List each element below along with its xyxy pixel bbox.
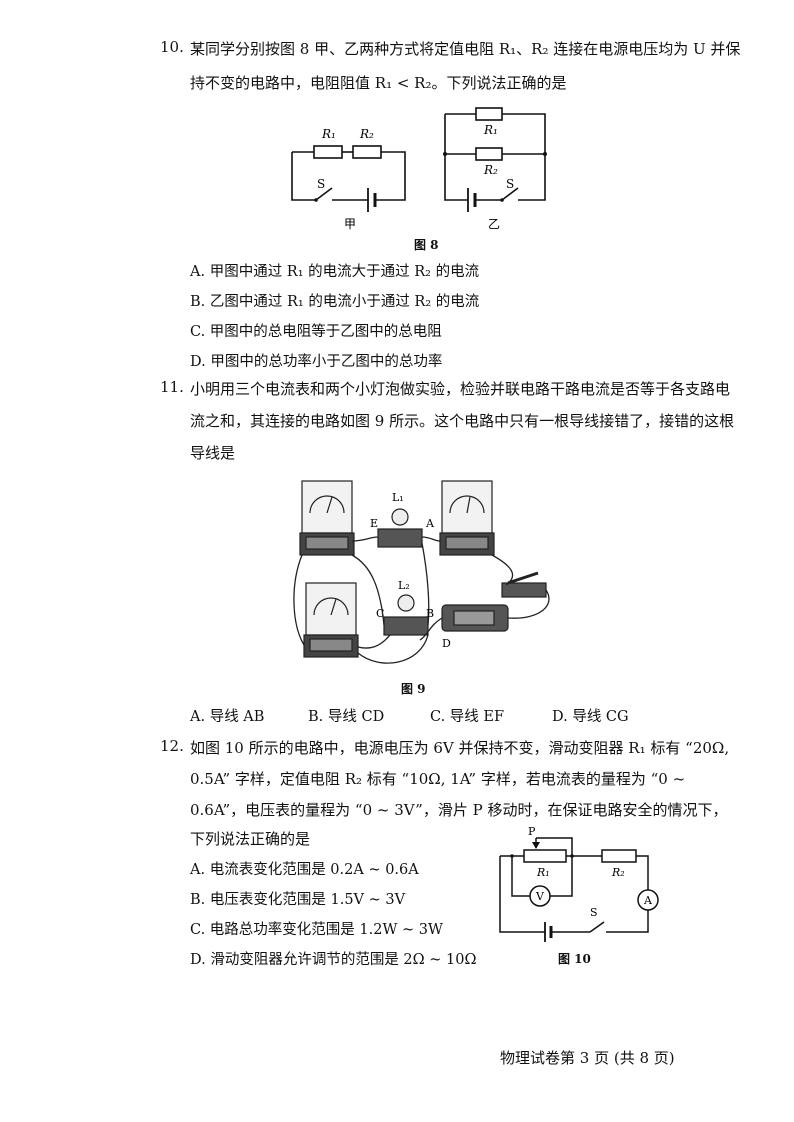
battery xyxy=(441,604,509,632)
fig10-caption: 图 10 xyxy=(558,952,591,966)
q10-option-b: B. 乙图中通过 R₁ 的电流小于通过 R₂ 的电流 xyxy=(190,294,480,310)
q11-number: 11. xyxy=(160,378,184,396)
figure-9: L₁ L₂ A B C D E xyxy=(293,480,550,664)
fig8-right-r1: R₁ xyxy=(483,123,498,137)
fig9-label-d: D xyxy=(442,637,451,650)
q12-text-line2: 0.5A” 字样，定值电阻 R₂ 标有 “10Ω, 1A” 字样，若电流表的量程… xyxy=(190,770,686,788)
lamp-l1 xyxy=(377,508,423,548)
q11-text-line2: 流之和，其连接的电路如图 9 所示。这个电路中只有一根导线接错了，接错的这根 xyxy=(190,412,735,430)
fig9-label-e: E xyxy=(370,517,378,530)
fig9-caption: 图 9 xyxy=(401,682,426,696)
fig8-left-switch: S xyxy=(317,177,325,191)
q10-text-line1: 某同学分别按图 8 甲、乙两种方式将定值电阻 R₁、R₂ 连接在电源电压均为 U… xyxy=(190,40,741,58)
ammeter-bottom-left xyxy=(303,582,359,658)
q11-option-a: A. 导线 AB xyxy=(190,709,265,725)
q12-option-c: C. 电路总功率变化范围是 1.2W ~ 3W xyxy=(190,922,443,938)
fig9-label-l1: L₁ xyxy=(392,491,404,504)
q11-option-d: D. 导线 CG xyxy=(552,709,629,725)
fig9-label-l2: L₂ xyxy=(398,579,410,592)
q12-option-d: D. 滑动变阻器允许调节的范围是 2Ω ~ 10Ω xyxy=(190,952,477,968)
fig10-label-v: V xyxy=(535,890,545,903)
switch xyxy=(501,571,547,598)
q10-option-d: D. 甲图中的总功率小于乙图中的总功率 xyxy=(190,354,443,370)
fig10-label-p: P xyxy=(528,826,536,838)
fig10-label-r2: R₂ xyxy=(611,866,625,879)
ammeter-top-left xyxy=(299,480,355,556)
q11-option-c: C. 导线 EF xyxy=(430,709,505,725)
fig8-right-r2: R₂ xyxy=(483,163,498,177)
fig9-label-a: A xyxy=(425,517,435,530)
fig8-left-r2: R₂ xyxy=(359,127,374,141)
q12-number: 12. xyxy=(160,737,184,755)
ammeter-top-right xyxy=(439,480,495,556)
figure-8: R₁ R₂ S 甲 R₁ R₂ S 乙 xyxy=(291,107,547,231)
q12-text-line4: 下列说法正确的是 xyxy=(190,830,311,848)
fig8-caption: 图 8 xyxy=(414,238,439,252)
fig10-label-r1: R₁ xyxy=(536,866,550,879)
q11-text-line3: 导线是 xyxy=(190,444,236,462)
q11-option-b: B. 导线 CD xyxy=(308,709,385,725)
q10-option-a: A. 甲图中通过 R₁ 的电流大于通过 R₂ 的电流 xyxy=(190,264,480,280)
fig9-label-c: C xyxy=(376,607,384,620)
q12-option-a: A. 电流表变化范围是 0.2A ~ 0.6A xyxy=(190,862,419,878)
fig9-label-b: B xyxy=(426,607,434,620)
fig8-left-r1: R₁ xyxy=(321,127,336,141)
figure-10: P R₁ R₂ V A S xyxy=(499,826,659,942)
fig10-label-s: S xyxy=(590,906,598,919)
q12-text-line3: 0.6A”，电压表的量程为 “0 ~ 3V”，滑片 P 移动时，在保证电路安全的… xyxy=(190,801,728,819)
fig8-right-label: 乙 xyxy=(488,217,500,231)
fig8-left-label: 甲 xyxy=(344,217,356,231)
q10-option-c: C. 甲图中的总电阻等于乙图中的总电阻 xyxy=(190,324,442,340)
lamp-l2 xyxy=(383,594,429,636)
q10-number: 10. xyxy=(160,38,184,56)
fig10-label-a: A xyxy=(643,894,653,907)
fig8-right-switch: S xyxy=(506,177,514,191)
q12-option-b: B. 电压表变化范围是 1.5V ~ 3V xyxy=(190,892,406,908)
q12-text-line1: 如图 10 所示的电路中，电源电压为 6V 并保持不变，滑动变阻器 R₁ 标有 … xyxy=(190,739,730,757)
q10-text-line2: 持不变的电路中，电阻阻值 R₁ < R₂。下列说法正确的是 xyxy=(190,74,567,92)
page-footer: 物理试卷第 3 页 (共 8 页) xyxy=(500,1049,675,1067)
q11-text-line1: 小明用三个电流表和两个小灯泡做实验，检验并联电路干路电流是否等于各支路电 xyxy=(190,380,731,398)
